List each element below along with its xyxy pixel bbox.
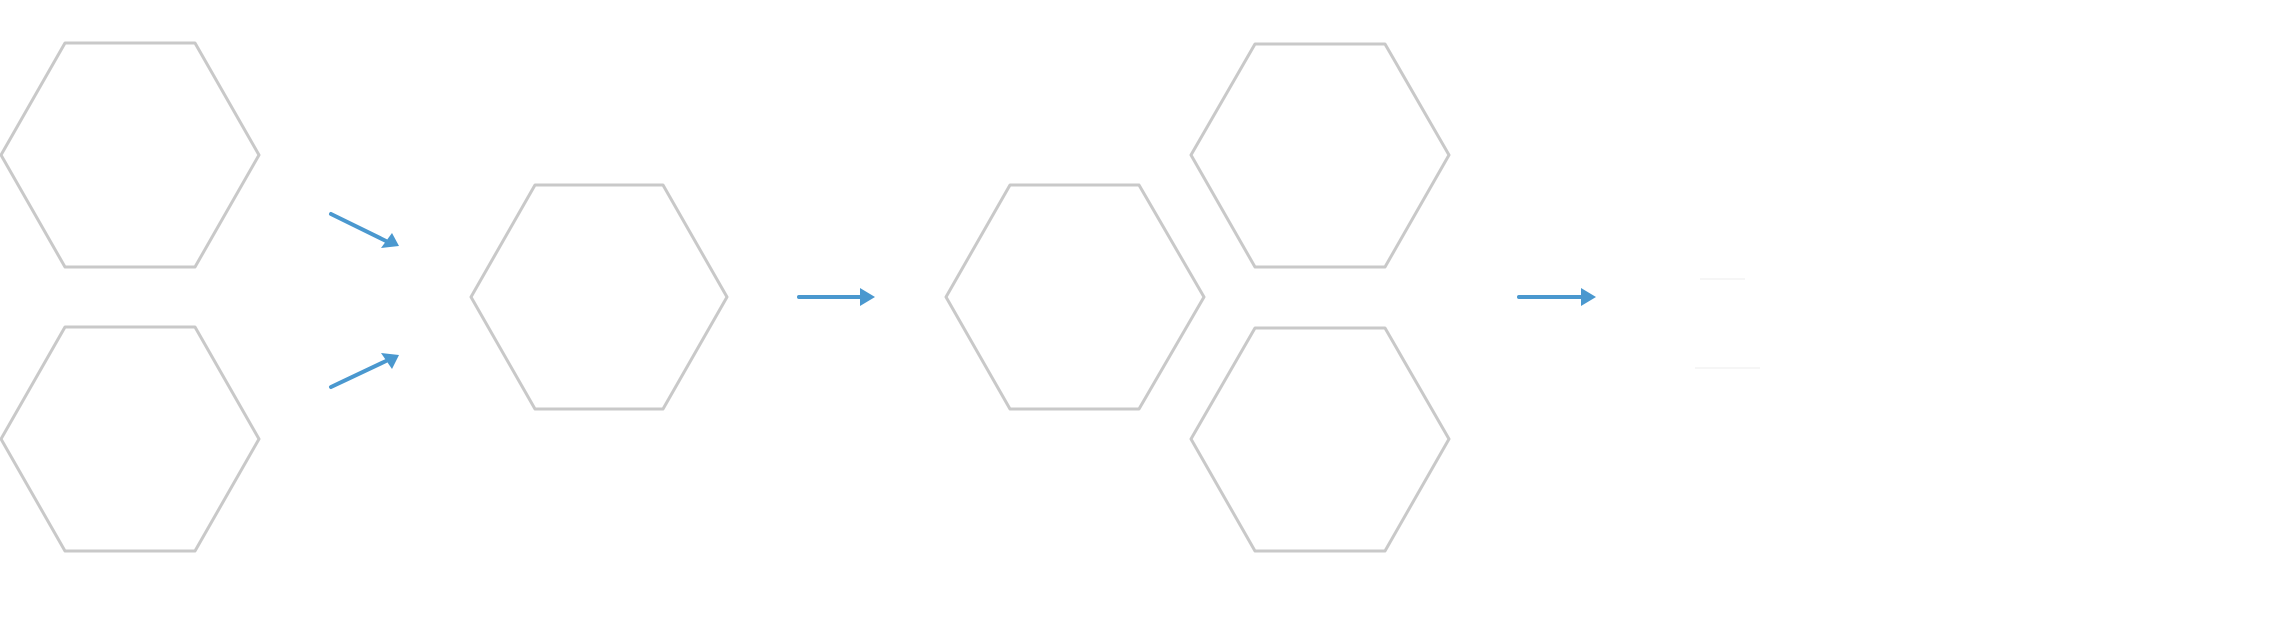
split-hexagons — [1189, 42, 1451, 553]
input-hexagon-top — [0, 41, 261, 269]
merged-hexagon — [469, 183, 729, 411]
split-hexagon-top — [1189, 42, 1451, 269]
arrow-right-1 — [797, 288, 875, 306]
input-hexagon-bottom — [0, 325, 261, 553]
arrow-up-right — [329, 353, 399, 389]
split-hexagon-bottom — [1189, 326, 1451, 553]
arrow-down-right — [329, 212, 399, 248]
transform-hexagon — [944, 183, 1206, 411]
arrow-right-2 — [1517, 288, 1596, 306]
result-placeholder — [1695, 278, 1760, 369]
input-hexagons — [0, 41, 261, 553]
